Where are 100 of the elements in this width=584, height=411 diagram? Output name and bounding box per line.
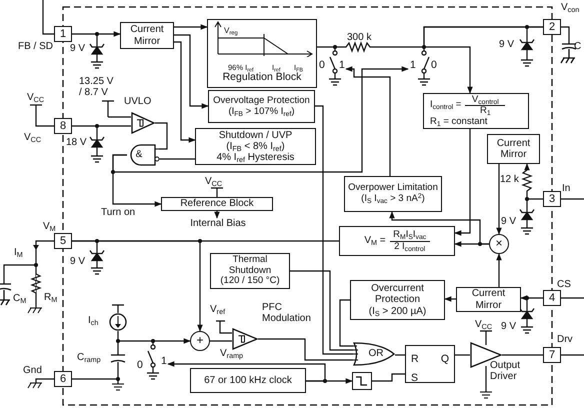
block-label: Shutdown / UVP [218, 130, 292, 141]
block-label: S [411, 372, 418, 384]
block-label: (I$_{S}$ I$_{vac}$ > 3 nA$^{2}$) [361, 194, 425, 205]
switch-symbol [316, 47, 346, 87]
signal-label: CS [557, 279, 571, 290]
connector-arrow [389, 211, 489, 245]
block-label: 67 or 100 kHz clock [204, 374, 292, 386]
pin-box [54, 233, 72, 249]
signal-label: V$_{CC}$ [205, 176, 222, 188]
signal-label: 9 V [70, 43, 86, 54]
formula-block [423, 93, 529, 129]
or-gate [353, 342, 395, 366]
current-mirror-block [456, 287, 521, 312]
block-label: R$_{1}$ = constant [430, 116, 488, 128]
block-label: V$_{reg}$ [224, 26, 238, 35]
block-label: 4% I$_{ref}$ Hysteresis [216, 152, 294, 164]
connector-arrow [112, 66, 409, 173]
connector-arrow [214, 211, 220, 219]
component-caption: I$_{ch}$ [88, 315, 100, 326]
pin-number: 8 [60, 120, 66, 132]
signal-label: V$_{ramp}$ [220, 348, 244, 360]
block-label: 2 I$_{control}$ [394, 242, 426, 252]
block-label: R$_{1}$ [480, 106, 491, 117]
pin-box [543, 19, 561, 35]
switch-position-label: 0 [431, 59, 437, 71]
signal-label: V$_{M}$ [43, 221, 56, 232]
multiplier-symbol [489, 234, 509, 254]
signal-label: Drv [557, 334, 573, 346]
switch-position-label: 1 [410, 59, 416, 71]
shutdown-block [195, 128, 316, 165]
connector-arrow [423, 26, 543, 94]
block-label: (I$_{S}$ > 200 µA) [368, 306, 426, 317]
pin-box [54, 371, 72, 387]
block-label: Overpower Limitation [348, 183, 438, 194]
pin-box [543, 290, 561, 306]
signal-label: FB / SD [18, 41, 54, 52]
connector-arrow [174, 41, 196, 143]
gate-label: & [136, 149, 142, 161]
connector-arrow [454, 129, 471, 236]
block-label: V$_{control}$ [472, 94, 499, 106]
connector-arrow [174, 24, 208, 30]
gate-label: OR [368, 348, 384, 360]
signal-label: Turn on [101, 207, 136, 218]
signal-label: V$_{CC}$ [24, 132, 42, 144]
pin-number: 2 [548, 20, 556, 34]
signal-label: V$_{ref}$ [210, 304, 226, 316]
pin-number: 6 [60, 372, 66, 386]
signal-label: 18 V [66, 137, 87, 148]
signal-label: 9 V [501, 321, 516, 332]
switch-position-label: 0 [319, 59, 325, 71]
block-label: I$_{control}$ = [430, 100, 462, 111]
pin-box [54, 118, 72, 134]
signal-label: V$_{con}$ [561, 2, 580, 14]
block-label: Current Mirror [470, 288, 506, 311]
connector-arrow [345, 66, 391, 176]
pin-number: 1 [60, 28, 66, 40]
connector-arrow [167, 361, 326, 382]
pin-box [543, 191, 561, 207]
pin-number: 4 [548, 292, 556, 304]
block-label: Overcurrent Protection [370, 283, 425, 306]
comparator-symbol [232, 328, 258, 350]
pin-box [54, 26, 72, 42]
connector-arrow [496, 164, 502, 235]
connector-arrow [521, 163, 543, 200]
current-mirror-block [120, 22, 174, 49]
pin-number: 3 [548, 192, 556, 206]
bias-label: Internal Bias [190, 218, 246, 231]
thermal-shutdown-block [210, 253, 290, 289]
component-caption: PFC Modulation [262, 302, 312, 324]
protection-block [350, 280, 445, 320]
connector-arrow [117, 331, 191, 344]
signal-label: 9 V [499, 39, 514, 50]
block-label: Q [440, 353, 449, 365]
signal-label: R$_{M}$ [44, 292, 58, 304]
signal-label: 9 V [70, 256, 86, 268]
connector-arrow [444, 296, 456, 302]
block-label: (I$_{FB}$ > 107% I$_{ref}$) [228, 106, 295, 118]
signal-label: Gnd [23, 365, 42, 376]
block-label: Current Mirror [496, 138, 532, 160]
block-label: Current Mirror [129, 24, 165, 47]
block-label: Thermal Shutdown [228, 255, 272, 276]
clock-block [190, 368, 306, 393]
limitation-block [344, 176, 442, 212]
regulation-block [207, 19, 317, 88]
block-label: (120 / 150 °C) [220, 276, 280, 287]
block-label: Regulation Block [222, 72, 302, 84]
signal-label: V$_{CC}$ [475, 319, 492, 330]
switch-position-label: 1 [161, 355, 167, 367]
connector-arrow [496, 253, 502, 287]
block-label: Reference Block [180, 198, 254, 210]
connector-arrow [174, 34, 209, 109]
signal-label: V$_{CC}$ [27, 92, 44, 104]
pin-box [543, 347, 561, 363]
signal-label: 9 V [501, 216, 516, 228]
block-label: R$_{M}$I$_{S}$I$_{vac}$ [393, 230, 426, 240]
connector-arrow [72, 31, 121, 37]
component-caption: Output Driver [490, 360, 522, 382]
signal-label: 300 k [347, 32, 372, 44]
block-label: R [411, 353, 419, 365]
block-label: (I$_{FB}$ < 8% I$_{ref}$) [226, 140, 285, 152]
